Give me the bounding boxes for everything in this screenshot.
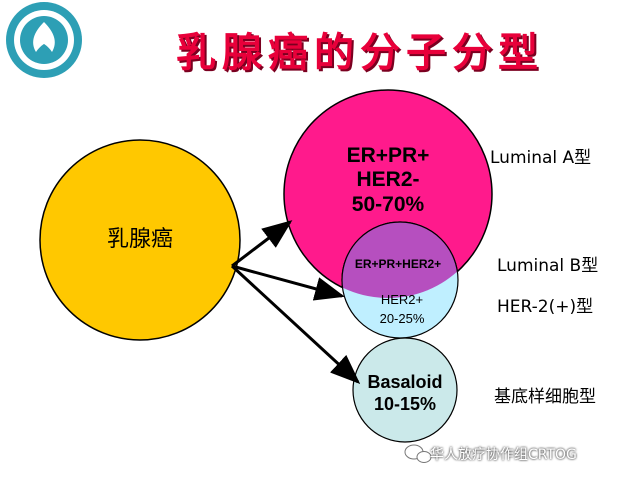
- basaloid-line-2: 10-15%: [374, 394, 436, 414]
- arrow-to-basaloid: [230, 264, 361, 385]
- slide-title: 乳腺癌的分子分型: [176, 29, 544, 76]
- basaloid-line-1: Basaloid: [367, 372, 442, 392]
- breast-cancer-node: [39, 139, 241, 341]
- subtype-label-luminal-a: Luminal A型: [490, 148, 592, 168]
- luminal-a-line-1: ER+PR+: [347, 144, 430, 167]
- luminal-b-label: ER+PR+HER2+: [355, 257, 441, 271]
- subtype-label-her2: HER-2(+)型: [497, 297, 594, 317]
- arrow-to-luminal-a: [231, 220, 293, 268]
- her2-line-1: HER2+: [381, 292, 423, 307]
- luminal-a-line-3: 50-70%: [352, 193, 425, 216]
- basaloid-node: [352, 337, 458, 443]
- subtype-label-basal: 基底样细胞型: [494, 387, 596, 407]
- subtype-label-luminal-b: Luminal B型: [497, 256, 599, 276]
- watermark: 华人放疗协作组CRTOG: [430, 447, 577, 463]
- wechat-icon: [404, 444, 432, 463]
- arrow-to-her2: [231, 264, 345, 301]
- hospital-logo: [6, 2, 82, 78]
- luminal-a-line-2: HER2-: [356, 168, 419, 191]
- her2-line-2: 20-25%: [380, 311, 425, 326]
- source-node-label: 乳腺癌: [107, 227, 173, 252]
